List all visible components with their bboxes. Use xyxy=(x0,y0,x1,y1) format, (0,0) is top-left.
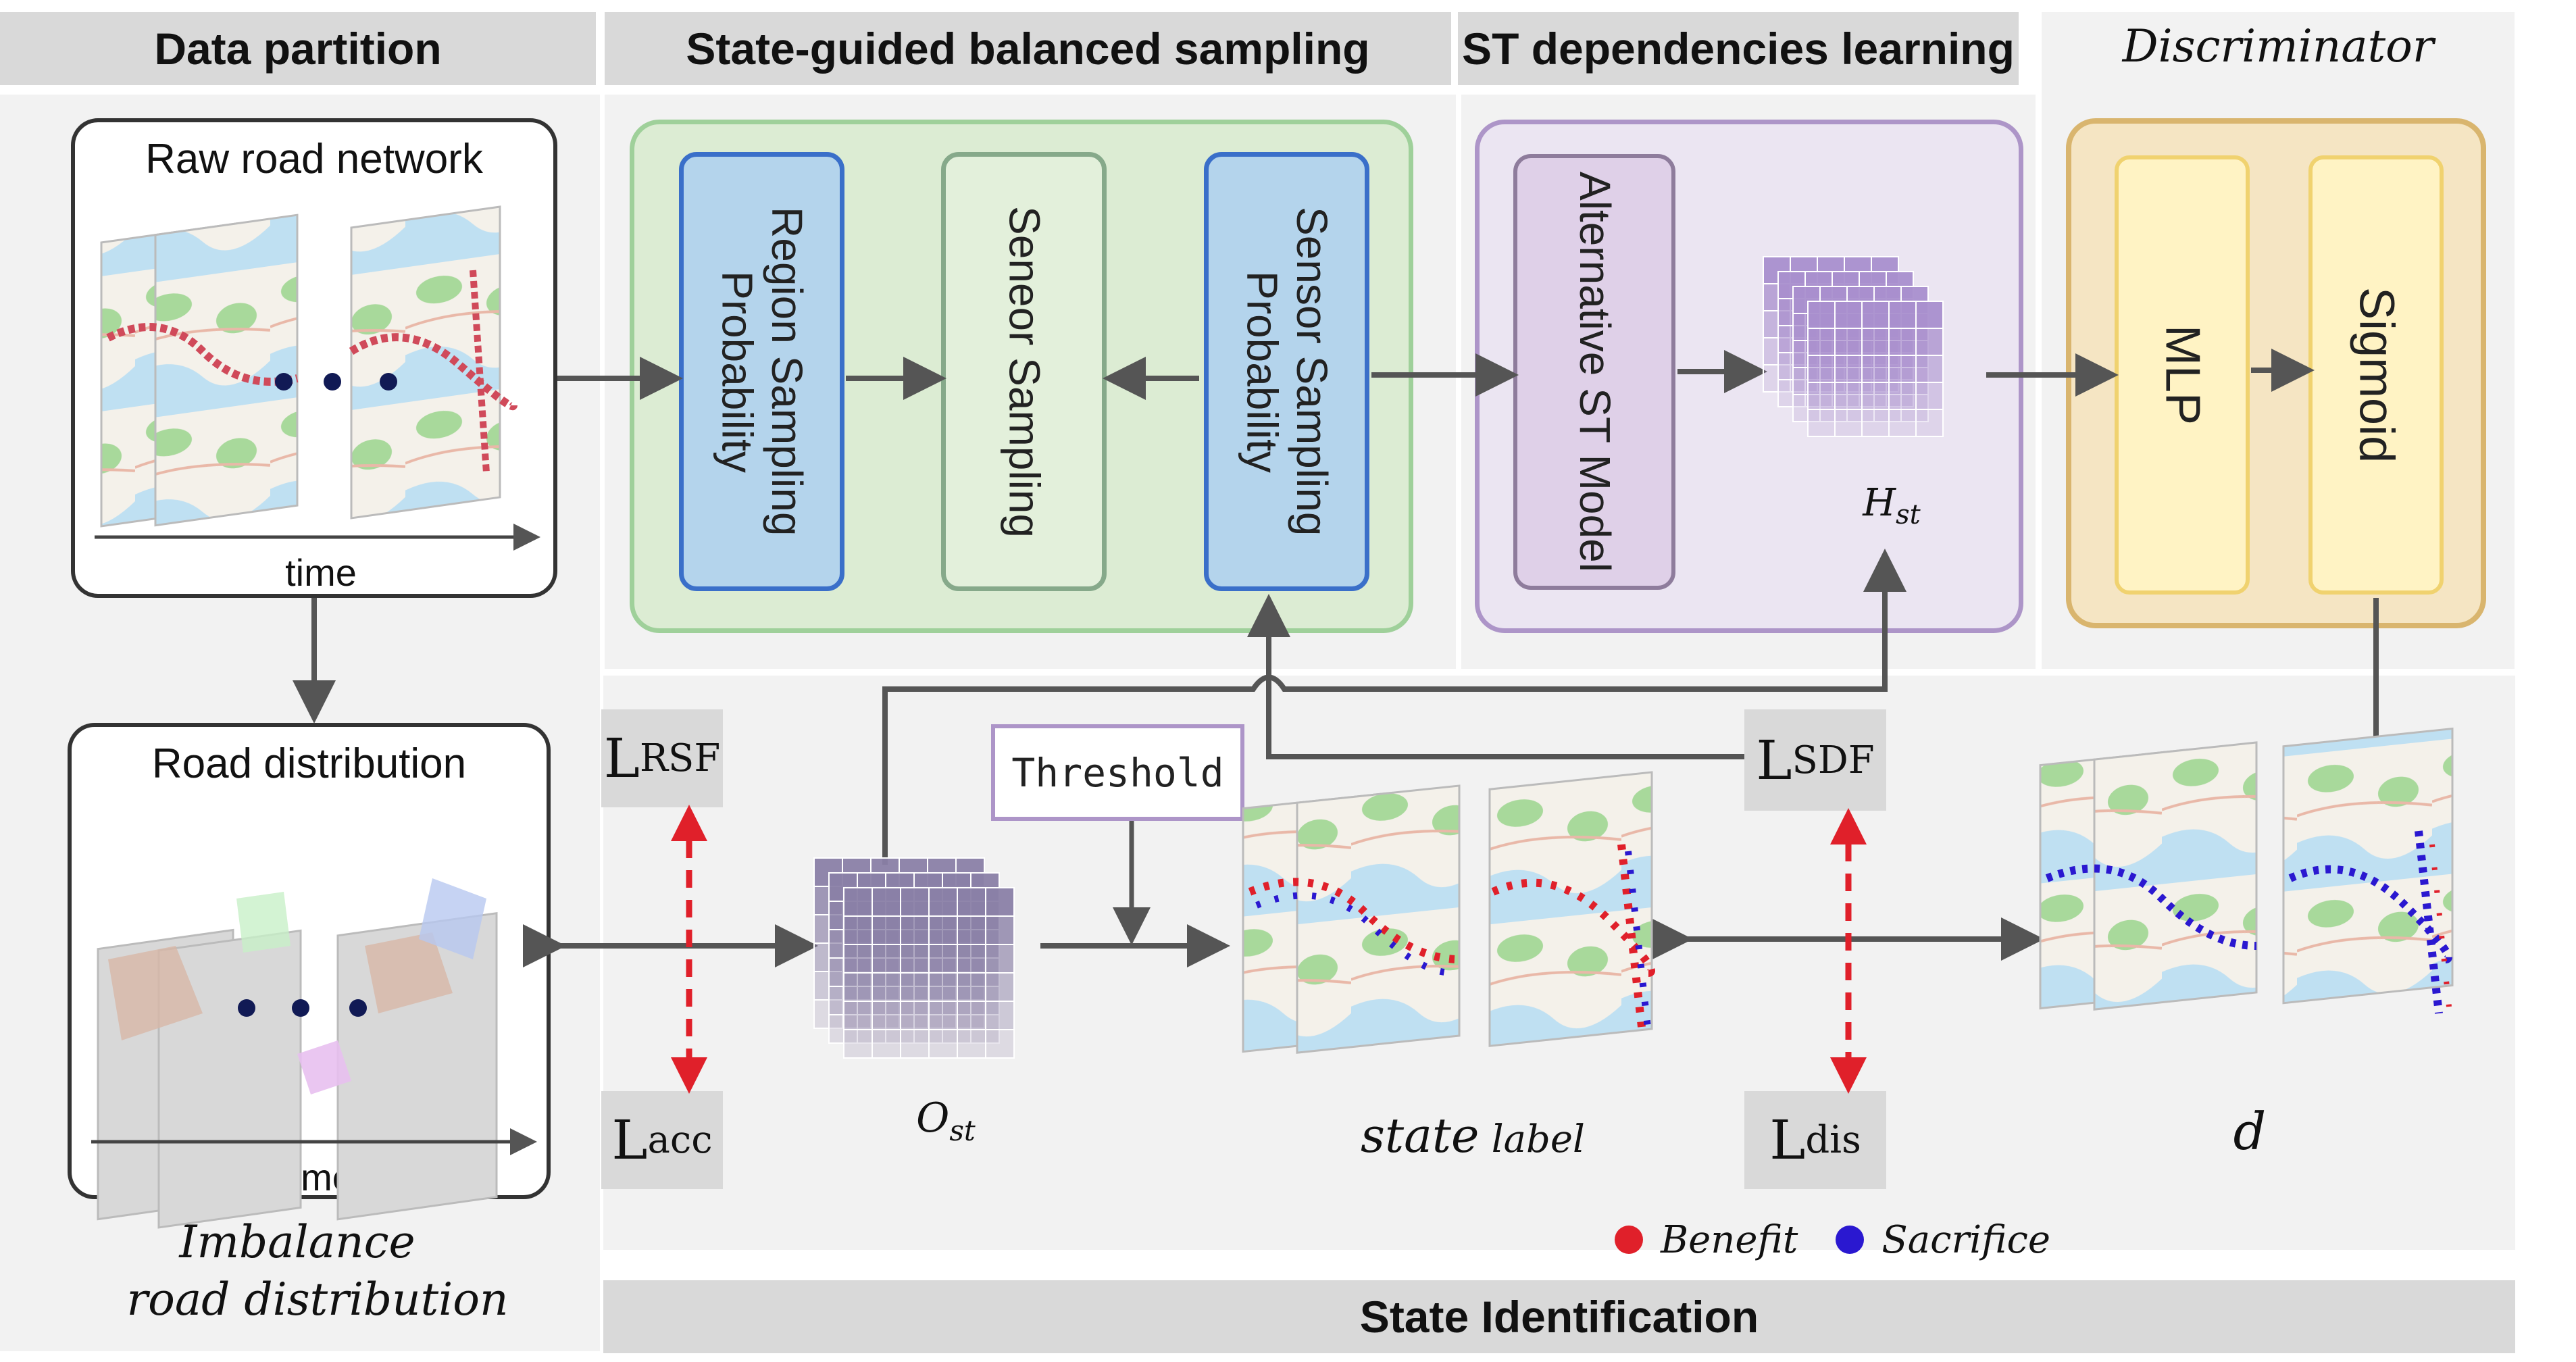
state-label-maps xyxy=(1242,771,1655,1054)
loss-rsf-main: L xyxy=(603,727,640,790)
road-distribution-title: Road distribution xyxy=(151,740,467,787)
h-st-label: Hst xyxy=(1824,481,1959,530)
legend: Benefit Sacrifice xyxy=(1615,1209,2128,1270)
loss-sdf-main: L xyxy=(1756,728,1792,792)
loss-acc-main: L xyxy=(611,1109,648,1171)
legend-benefit: Benefit xyxy=(1661,1217,1798,1262)
sigmoid-box: Sigmoid xyxy=(2308,155,2444,595)
raw-map-stack xyxy=(100,205,517,528)
sacrifice-dot-icon xyxy=(1836,1226,1865,1254)
o-st-sub: st xyxy=(949,1114,976,1147)
header-sampling: State-guided balanced sampling xyxy=(605,12,1451,85)
loss-acc-sub: acc xyxy=(647,1118,713,1162)
state-label-caption: state label xyxy=(1236,1108,1709,1163)
header-state-identification: State Identification xyxy=(603,1280,2515,1353)
dist-map-stack xyxy=(97,878,498,1229)
loss-dis-sub: dis xyxy=(1805,1118,1861,1162)
loss-rsf-sub: RSF xyxy=(639,736,721,780)
imbalance-line1: Imbalance xyxy=(179,1216,415,1268)
d-label: d xyxy=(2233,1101,2267,1161)
d-maps xyxy=(2039,727,2454,1014)
h-st-sub: st xyxy=(1896,499,1921,531)
loss-dis-main: L xyxy=(1769,1109,1806,1171)
o-st-main: O xyxy=(916,1094,950,1142)
state-label-b: label xyxy=(1491,1117,1585,1161)
sensor-sampling-probability: Sensor Sampling Probability xyxy=(1204,152,1369,591)
imbalance-line2: road distribution xyxy=(126,1273,509,1326)
mlp-box: MLP xyxy=(2115,155,2250,595)
header-data-partition: Data partition xyxy=(0,12,596,85)
raw-road-network-title: Raw road network xyxy=(145,136,483,182)
legend-sacrifice: Sacrifice xyxy=(1882,1217,2051,1262)
raw-map-1 xyxy=(100,213,299,528)
header-discriminator: Discriminator xyxy=(2122,20,2434,72)
threshold-box: Threshold xyxy=(991,724,1244,821)
h-st-grid xyxy=(1763,256,1944,437)
state-label-a: state xyxy=(1361,1108,1480,1163)
benefit-dot-icon xyxy=(1615,1226,1643,1254)
raw-time-label: time xyxy=(285,551,357,594)
header-st-learning: ST dependencies learning xyxy=(1458,12,2019,85)
loss-sdf-sub: SDF xyxy=(1792,738,1875,782)
o-st-grid xyxy=(813,857,1015,1059)
o-st-label: Ost xyxy=(872,1094,1020,1147)
raw-map-2 xyxy=(349,205,517,520)
h-st-main: H xyxy=(1863,481,1896,525)
